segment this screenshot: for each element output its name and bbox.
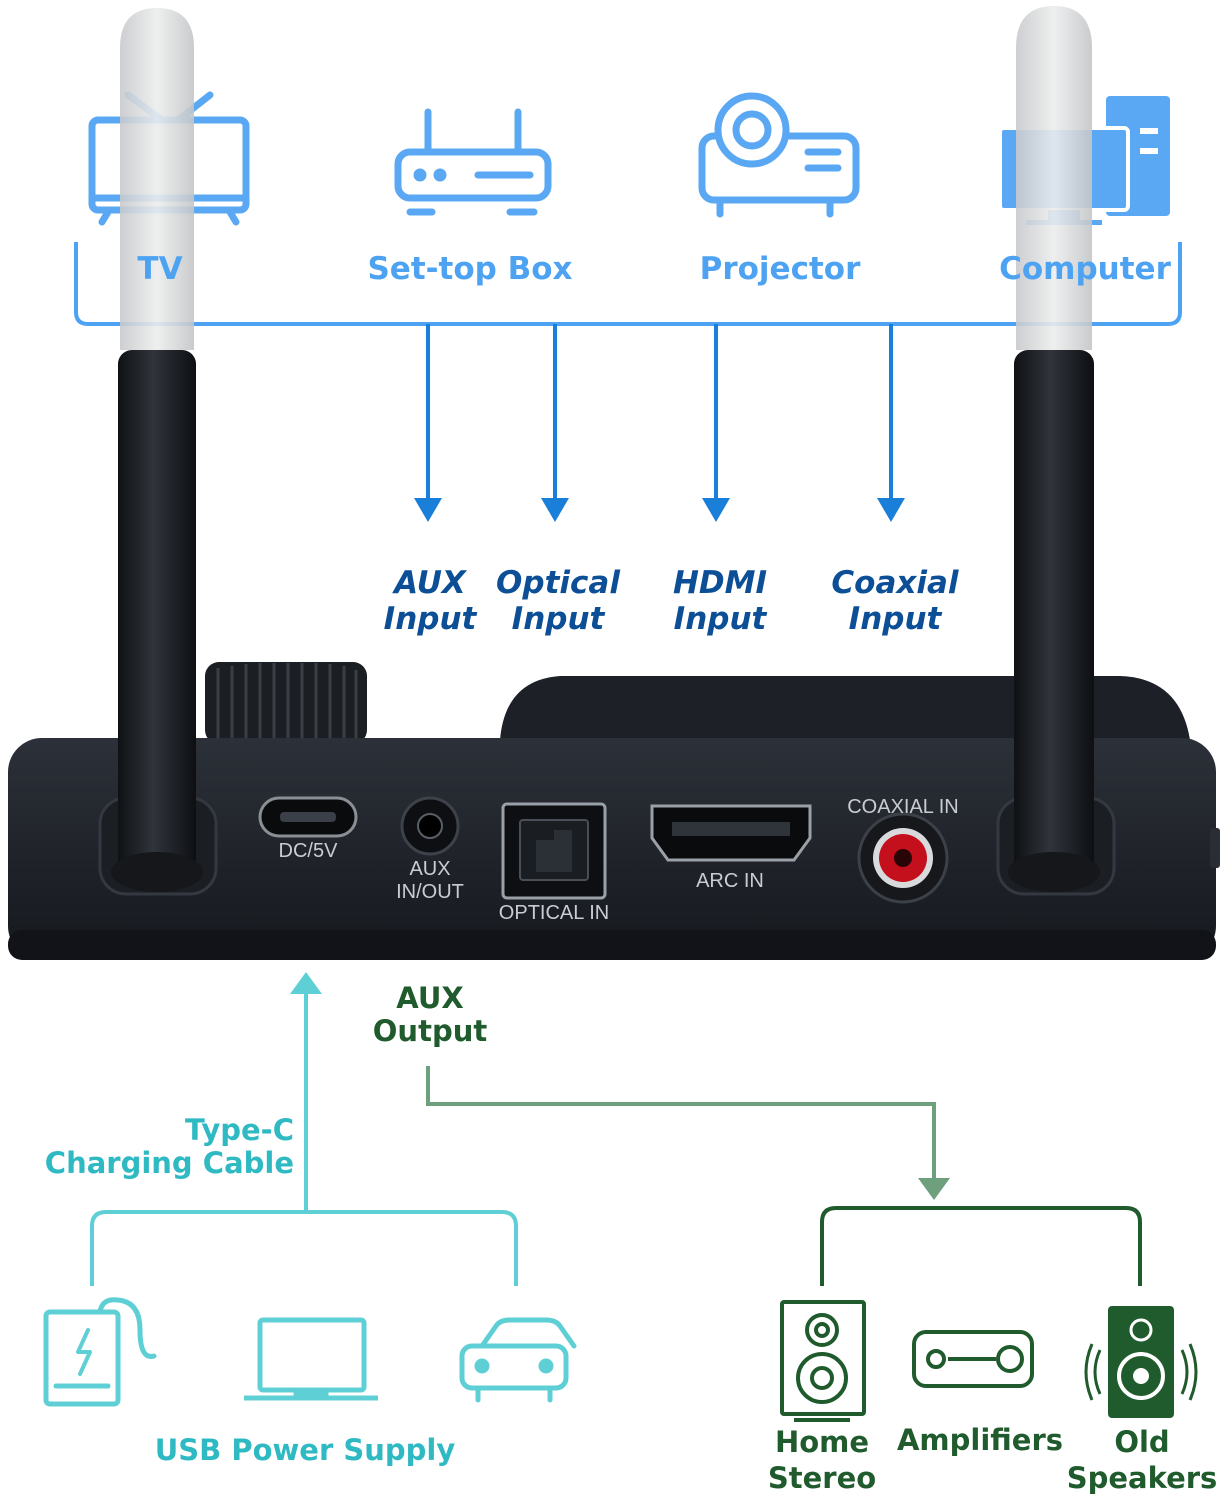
source-bracket xyxy=(74,242,1182,326)
optical-port xyxy=(501,802,607,900)
label-home-stereo: Home Stereo xyxy=(752,1424,892,1497)
label-usb-power-supply: USB Power Supply xyxy=(154,1433,456,1467)
label-hdmi-input-line2: Input xyxy=(673,600,767,637)
device-body xyxy=(8,738,1216,960)
car-icon xyxy=(459,1317,577,1403)
output-tree xyxy=(426,1066,936,1180)
port-label-aux-line1: AUX xyxy=(409,858,451,880)
label-hdmi-input: HDMI Input xyxy=(650,565,790,637)
label-optical-input: Optical Input xyxy=(480,565,636,637)
label-amplifiers: Amplifiers xyxy=(896,1423,1064,1457)
label-old-speakers-line1: Old xyxy=(1114,1425,1170,1459)
volume-knob[interactable] xyxy=(205,662,367,744)
label-projector: Projector xyxy=(699,251,861,287)
antenna-right xyxy=(1008,6,1100,892)
output-bracket xyxy=(820,1206,1142,1286)
amplifier-icon xyxy=(912,1330,1034,1388)
power-bank-icon xyxy=(43,1297,157,1407)
label-tv: TV xyxy=(137,251,183,287)
antenna-left xyxy=(111,8,203,892)
label-charging-cable: Type-C Charging Cable xyxy=(20,1113,294,1181)
aux-jack xyxy=(400,796,460,856)
label-aux-input: AUX Input xyxy=(360,565,500,637)
label-optical-input-line2: Input xyxy=(511,600,605,637)
label-hdmi-input-line1: HDMI xyxy=(672,565,768,601)
hdmi-port xyxy=(650,804,812,862)
router-icon xyxy=(394,108,552,216)
label-home-stereo-line2: Stereo xyxy=(767,1461,877,1496)
port-label-dc: DC/5V xyxy=(278,840,338,862)
port-label-coaxial: COAXIAL IN xyxy=(847,796,959,818)
label-aux-input-line2: Input xyxy=(383,600,477,637)
label-old-speakers: Old Speakers xyxy=(1064,1424,1220,1497)
port-label-aux: AUX IN/OUT xyxy=(378,858,482,904)
label-aux-output: AUX Output xyxy=(350,981,510,1049)
label-settop-box: Set-top Box xyxy=(367,251,573,287)
label-coaxial-input-line1: Coaxial xyxy=(831,565,959,601)
projector-icon xyxy=(698,92,860,218)
label-optical-input-line1: Optical xyxy=(496,565,620,601)
port-label-aux-line2: IN/OUT xyxy=(396,881,464,903)
label-home-stereo-line1: Home xyxy=(774,1425,870,1459)
label-aux-output-line2: Output xyxy=(372,1014,488,1049)
home-stereo-icon xyxy=(780,1300,866,1422)
laptop-icon xyxy=(244,1317,378,1401)
label-old-speakers-line2: Speakers xyxy=(1066,1461,1218,1496)
label-aux-input-line1: AUX xyxy=(394,565,466,601)
usb-c-port xyxy=(258,796,358,838)
label-charging-line1: Type-C xyxy=(185,1113,294,1147)
label-aux-output-line1: AUX xyxy=(396,981,464,1015)
port-label-arc: ARC IN xyxy=(696,870,764,892)
port-label-optical: OPTICAL IN xyxy=(498,902,610,924)
label-coaxial-input: Coaxial Input xyxy=(810,565,980,637)
power-arrow-head xyxy=(290,972,322,994)
speaker-icon xyxy=(1084,1306,1198,1418)
side-button[interactable] xyxy=(1210,828,1220,868)
label-coaxial-input-line2: Input xyxy=(848,600,942,637)
input-arrows xyxy=(414,324,905,522)
power-tree xyxy=(90,990,518,1286)
label-charging-line2: Charging Cable xyxy=(44,1146,294,1181)
label-computer: Computer xyxy=(999,251,1171,287)
output-arrow-head xyxy=(918,1178,950,1200)
coaxial-port xyxy=(857,812,949,904)
